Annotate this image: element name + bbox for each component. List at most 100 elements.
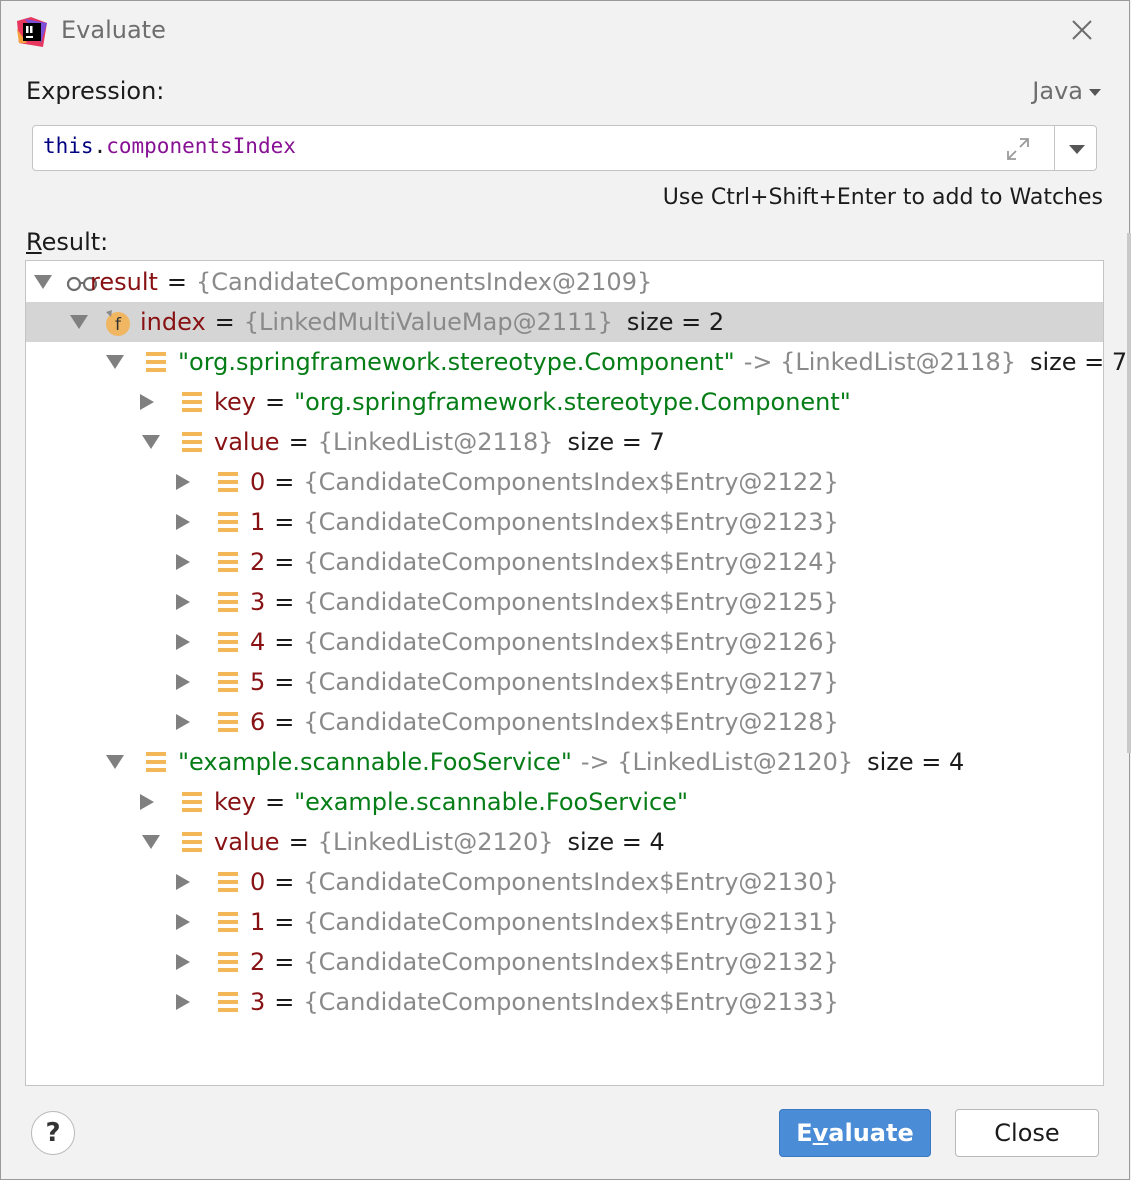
node-equals: = [166,268,188,296]
close-button[interactable]: Close [955,1109,1099,1157]
tree-row[interactable]: value={LinkedList@2120}size = 4 [26,822,1103,862]
node-string-value: "example.scannable.FooService" [178,748,572,776]
node-equals: = [288,428,309,456]
tree-row-text: 5={CandidateComponentsIndex$Entry@2127} [250,662,839,702]
expand-toggle-icon[interactable] [176,714,190,730]
language-dropdown[interactable]: Java [1032,77,1101,105]
node-equals: = [274,468,295,496]
tree-row[interactable]: result={CandidateComponentsIndex@2109} [26,262,1103,302]
chevron-down-icon [1069,145,1085,154]
expand-toggle-icon[interactable] [176,474,190,490]
node-name: key [214,388,257,416]
evaluate-button[interactable]: Evaluate [779,1109,931,1157]
expand-toggle-icon[interactable] [176,994,190,1010]
collapse-toggle-icon[interactable] [70,315,88,329]
expand-toggle-icon[interactable] [176,914,190,930]
node-equals: = [274,588,295,616]
tree-row-text: 2={CandidateComponentsIndex$Entry@2132} [250,942,839,982]
expression-input[interactable]: this.componentsIndex [32,125,1097,171]
expand-toggle-icon[interactable] [176,594,190,610]
collapse-toggle-icon[interactable] [106,755,124,769]
tree-row[interactable]: 2={CandidateComponentsIndex$Entry@2124} [26,542,1103,582]
tree-row[interactable]: value={LinkedList@2118}size = 7 [26,422,1103,462]
node-name: 1 [250,508,266,536]
tree-row[interactable]: 0={CandidateComponentsIndex$Entry@2130} [26,862,1103,902]
tree-row[interactable]: "org.springframework.stereotype.Componen… [26,342,1127,382]
collapse-toggle-icon[interactable] [106,355,124,369]
expand-toggle-icon[interactable] [176,874,190,890]
expand-toggle-icon[interactable] [176,674,190,690]
node-name: result [90,268,158,296]
tree-row[interactable]: 0={CandidateComponentsIndex$Entry@2122} [26,462,1103,502]
tree-row-text: value={LinkedList@2118}size = 7 [214,422,665,462]
node-reference-value: {CandidateComponentsIndex$Entry@2131} [303,908,839,936]
evaluate-button-pre: E [796,1119,813,1147]
node-name: 6 [250,708,266,736]
collapse-toggle-icon[interactable] [34,275,52,289]
tree-row[interactable]: 1={CandidateComponentsIndex$Entry@2123} [26,502,1103,542]
node-size: size = 2 [626,308,725,336]
node-equals: = [274,908,295,936]
tree-row-text: index={LinkedMultiValueMap@2111}size = 2 [140,302,724,342]
expression-code[interactable]: this.componentsIndex [43,134,296,158]
expand-toggle-icon[interactable] [140,794,154,810]
collapse-toggle-icon[interactable] [142,835,160,849]
watch-glasses-icon [66,276,98,292]
node-size: size = 7 [1029,348,1128,376]
tree-row[interactable]: 3={CandidateComponentsIndex$Entry@2133} [26,982,1103,1022]
node-name: 3 [250,588,266,616]
tree-row[interactable]: 2={CandidateComponentsIndex$Entry@2132} [26,942,1103,982]
node-reference-value: {LinkedMultiValueMap@2111} [243,308,613,336]
tree-row[interactable]: 4={CandidateComponentsIndex$Entry@2126} [26,622,1103,662]
tree-row[interactable]: 6={CandidateComponentsIndex$Entry@2128} [26,702,1103,742]
tree-row[interactable]: key="org.springframework.stereotype.Comp… [26,382,1103,422]
node-equals: = [274,988,295,1016]
help-button[interactable]: ? [31,1111,75,1155]
tree-row[interactable]: key="example.scannable.FooService" [26,782,1103,822]
close-icon[interactable] [1069,17,1095,43]
tree-row[interactable]: 3 = {CandidateComponentsIndex$Entry@2125} [26,582,1103,622]
node-reference-value: {CandidateComponentsIndex$Entry@2133} [303,988,839,1016]
node-reference-value: -> {LinkedList@2118} [743,348,1016,376]
node-name: 2 [250,948,266,976]
tree-row[interactable]: "example.scannable.FooService"-> {Linked… [26,742,1103,782]
node-name: 0 [250,868,266,896]
list-item-icon [218,872,238,892]
tree-row-text: key="org.springframework.stereotype.Comp… [214,382,851,422]
tree-row-text: 2={CandidateComponentsIndex$Entry@2124} [250,542,839,582]
tree-row[interactable]: 5={CandidateComponentsIndex$Entry@2127} [26,662,1103,702]
tree-row-text: 3 = {CandidateComponentsIndex$Entry@2125} [250,582,839,622]
tree-row-text: 0={CandidateComponentsIndex$Entry@2130} [250,862,839,902]
node-name: 4 [250,628,266,656]
expand-toggle-icon[interactable] [140,394,154,410]
node-name: 2 [250,548,266,576]
node-equals: = [274,548,295,576]
list-item-icon [218,952,238,972]
expand-toggle-icon[interactable] [176,954,190,970]
node-reference-value: {CandidateComponentsIndex$Entry@2126} [303,628,839,656]
node-equals: = [274,868,295,896]
list-item-icon [218,632,238,652]
code-keyword: this [43,134,94,158]
expand-toggle-icon[interactable] [176,634,190,650]
node-reference-value: {CandidateComponentsIndex$Entry@2122} [303,468,839,496]
expand-toggle-icon[interactable] [176,554,190,570]
node-reference-value: {CandidateComponentsIndex$Entry@2125} [303,588,839,616]
history-dropdown-button[interactable] [1054,126,1099,170]
expand-icon[interactable] [1005,136,1031,162]
node-name: key [214,788,257,816]
tree-row-text: value={LinkedList@2120}size = 4 [214,822,665,862]
evaluate-button-post: aluate [828,1119,914,1147]
node-equals: = [274,708,295,736]
tree-row-text: key="example.scannable.FooService" [214,782,688,822]
tree-row[interactable]: 1={CandidateComponentsIndex$Entry@2131} [26,902,1103,942]
code-dot: . [93,134,107,158]
collapse-toggle-icon[interactable] [142,435,160,449]
node-name: 5 [250,668,266,696]
expand-toggle-icon[interactable] [176,514,190,530]
tree-row-text: 1={CandidateComponentsIndex$Entry@2123} [250,502,839,542]
node-name: index [140,308,206,336]
